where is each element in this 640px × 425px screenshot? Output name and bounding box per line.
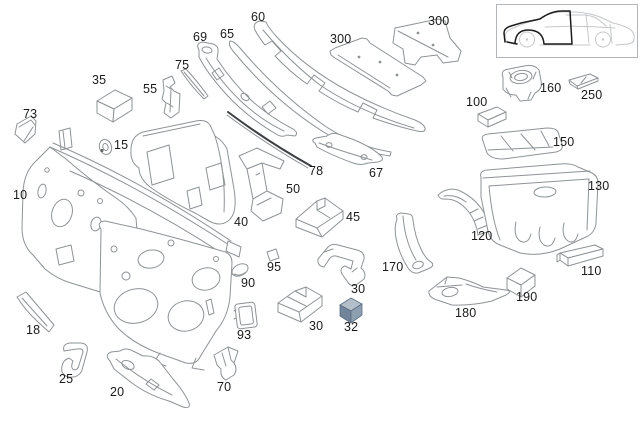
part-label-95: 95 (267, 260, 282, 274)
part-69-drawing (197, 41, 298, 137)
part-label-55: 55 (143, 82, 158, 96)
part-190-drawing (506, 267, 536, 298)
part-93-drawing (233, 301, 258, 330)
part-15-drawing (98, 139, 113, 155)
part-label-60: 60 (251, 10, 266, 24)
part-label-170: 170 (382, 260, 404, 274)
part-180-drawing (428, 276, 510, 306)
part-40-drawing (130, 120, 236, 225)
part-label-300-left: 300 (330, 32, 352, 46)
part-150-drawing (481, 127, 563, 160)
part-label-35: 35 (92, 73, 107, 87)
part-label-93: 93 (237, 328, 252, 342)
part-label-150: 150 (553, 135, 575, 149)
part-label-65: 65 (220, 27, 235, 41)
part-label-67: 67 (369, 166, 384, 180)
part-label-78: 78 (309, 164, 324, 178)
part-300-right-drawing (392, 18, 462, 66)
part-25-drawing (61, 342, 88, 378)
part-70-drawing (213, 346, 239, 381)
part-95-drawing (266, 248, 280, 262)
part-label-40: 40 (234, 215, 249, 229)
part-35-drawing (96, 89, 133, 123)
car-front-section-highlight (503, 10, 573, 45)
part-label-180: 180 (455, 306, 477, 320)
part-73-drawing (14, 115, 37, 144)
part-55-drawing (161, 75, 181, 119)
part-60-drawing (253, 20, 426, 133)
part-18-drawing (16, 291, 55, 333)
part-50-drawing (238, 147, 285, 222)
part-20-drawing (106, 348, 190, 408)
part-label-130: 130 (588, 179, 610, 193)
part-label-160: 160 (540, 81, 562, 95)
part-label-20: 20 (110, 385, 125, 399)
part-label-120: 120 (471, 229, 493, 243)
part-label-25: 25 (59, 372, 74, 386)
part-label-110: 110 (581, 264, 602, 278)
part-label-70: 70 (217, 380, 232, 394)
part-90-drawing (231, 263, 249, 277)
part-250-drawing (568, 73, 599, 90)
part-label-75: 75 (175, 58, 190, 72)
part-32-drawing (339, 297, 363, 324)
part-label-30-upper: 30 (351, 282, 366, 296)
part-label-90: 90 (241, 276, 256, 290)
part-67-drawing (312, 132, 383, 165)
part-170-drawing (394, 212, 434, 274)
part-label-250: 250 (581, 88, 603, 102)
part-160-drawing (501, 65, 542, 102)
part-label-69: 69 (193, 30, 208, 44)
part-label-10: 10 (13, 188, 28, 202)
part-100-drawing (477, 106, 507, 128)
part-label-45: 45 (346, 210, 361, 224)
part-label-73: 73 (23, 107, 38, 121)
part-300-left-drawing (329, 37, 427, 97)
part-label-18: 18 (26, 323, 41, 337)
part-label-32: 32 (344, 320, 359, 334)
car-side-view-icon (503, 10, 635, 48)
vehicle-inset (496, 4, 638, 58)
part-78-drawing (226, 111, 312, 169)
part-45-drawing (295, 197, 344, 238)
part-120-drawing (437, 188, 491, 236)
part-65-drawing (228, 40, 392, 157)
part-label-15: 15 (114, 138, 129, 152)
part-label-100: 100 (466, 95, 488, 109)
part-label-190: 190 (516, 290, 538, 304)
part-75-drawing (180, 68, 209, 100)
part-130-drawing (480, 163, 599, 255)
part-10-drawing (21, 127, 242, 371)
vehicle-inset-frame (496, 4, 638, 58)
part-label-300-right: 300 (428, 14, 450, 28)
part-110-drawing (556, 244, 604, 267)
part-label-30-lower: 30 (309, 319, 324, 333)
part-30-lower-drawing (277, 286, 323, 323)
part-label-50: 50 (286, 182, 301, 196)
part-30-upper-drawing (317, 243, 366, 286)
